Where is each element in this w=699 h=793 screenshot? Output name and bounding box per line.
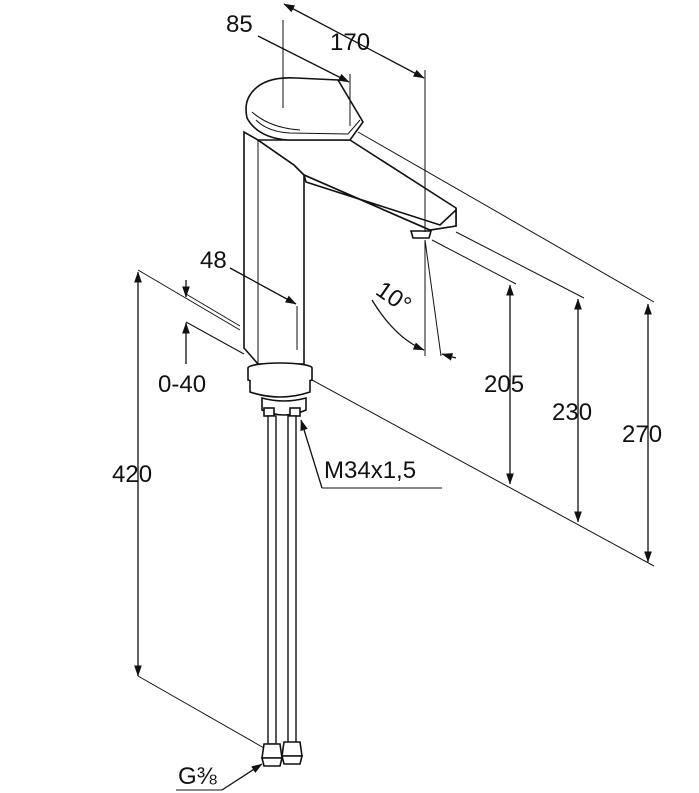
ext-420-bottom xyxy=(137,675,265,749)
dimline-48 xyxy=(229,267,297,305)
hose-nut-left xyxy=(261,743,283,759)
faucet-body xyxy=(243,77,457,417)
ext-worktop-line xyxy=(137,269,241,331)
label-420: 420 xyxy=(112,461,152,488)
label-170: 170 xyxy=(330,29,370,56)
label-48: 48 xyxy=(200,247,227,274)
lever-seam xyxy=(251,111,301,131)
lever-edge xyxy=(255,119,361,135)
leader-g38 xyxy=(221,763,263,791)
label-10-degrees: 10° xyxy=(371,276,416,319)
label-g3-8: G⅜ xyxy=(178,763,218,790)
nut-tab-right xyxy=(289,407,301,417)
label-270: 270 xyxy=(622,421,662,448)
label-0-40: 0-40 xyxy=(158,371,206,398)
lever-handle xyxy=(245,77,364,141)
ext-230-top xyxy=(455,231,585,299)
label-205: 205 xyxy=(484,371,524,398)
aerator xyxy=(409,230,433,239)
dimline-170 xyxy=(283,3,425,79)
hose-fitting-left xyxy=(260,757,284,767)
angle-ref-tilted xyxy=(424,239,442,357)
supply-hoses xyxy=(260,415,304,767)
ext-worktop-top xyxy=(185,293,241,327)
label-230: 230 xyxy=(552,399,592,426)
angle-arc xyxy=(371,299,425,351)
spout-underside xyxy=(302,173,457,231)
leader-m34 xyxy=(300,419,323,489)
dimension-lines xyxy=(134,3,655,791)
label-85: 85 xyxy=(226,11,253,38)
hose-left xyxy=(267,415,277,745)
ext-worktop-bottom xyxy=(185,321,245,355)
label-m34x1-5: M34x1,5 xyxy=(324,457,416,484)
hose-fitting-right xyxy=(280,755,304,765)
ext-270-top xyxy=(357,131,655,303)
hose-right xyxy=(287,415,297,745)
nut-tab-left xyxy=(263,407,275,417)
hose-nut-right xyxy=(281,741,303,757)
dimension-labels: 85 170 48 10° 205 230 270 0-40 420 M34x1… xyxy=(112,11,662,790)
base-ring-lower xyxy=(249,380,311,398)
ext-base-line xyxy=(311,379,655,567)
angle-arrow-right xyxy=(441,353,457,361)
ext-205-top xyxy=(431,239,517,285)
